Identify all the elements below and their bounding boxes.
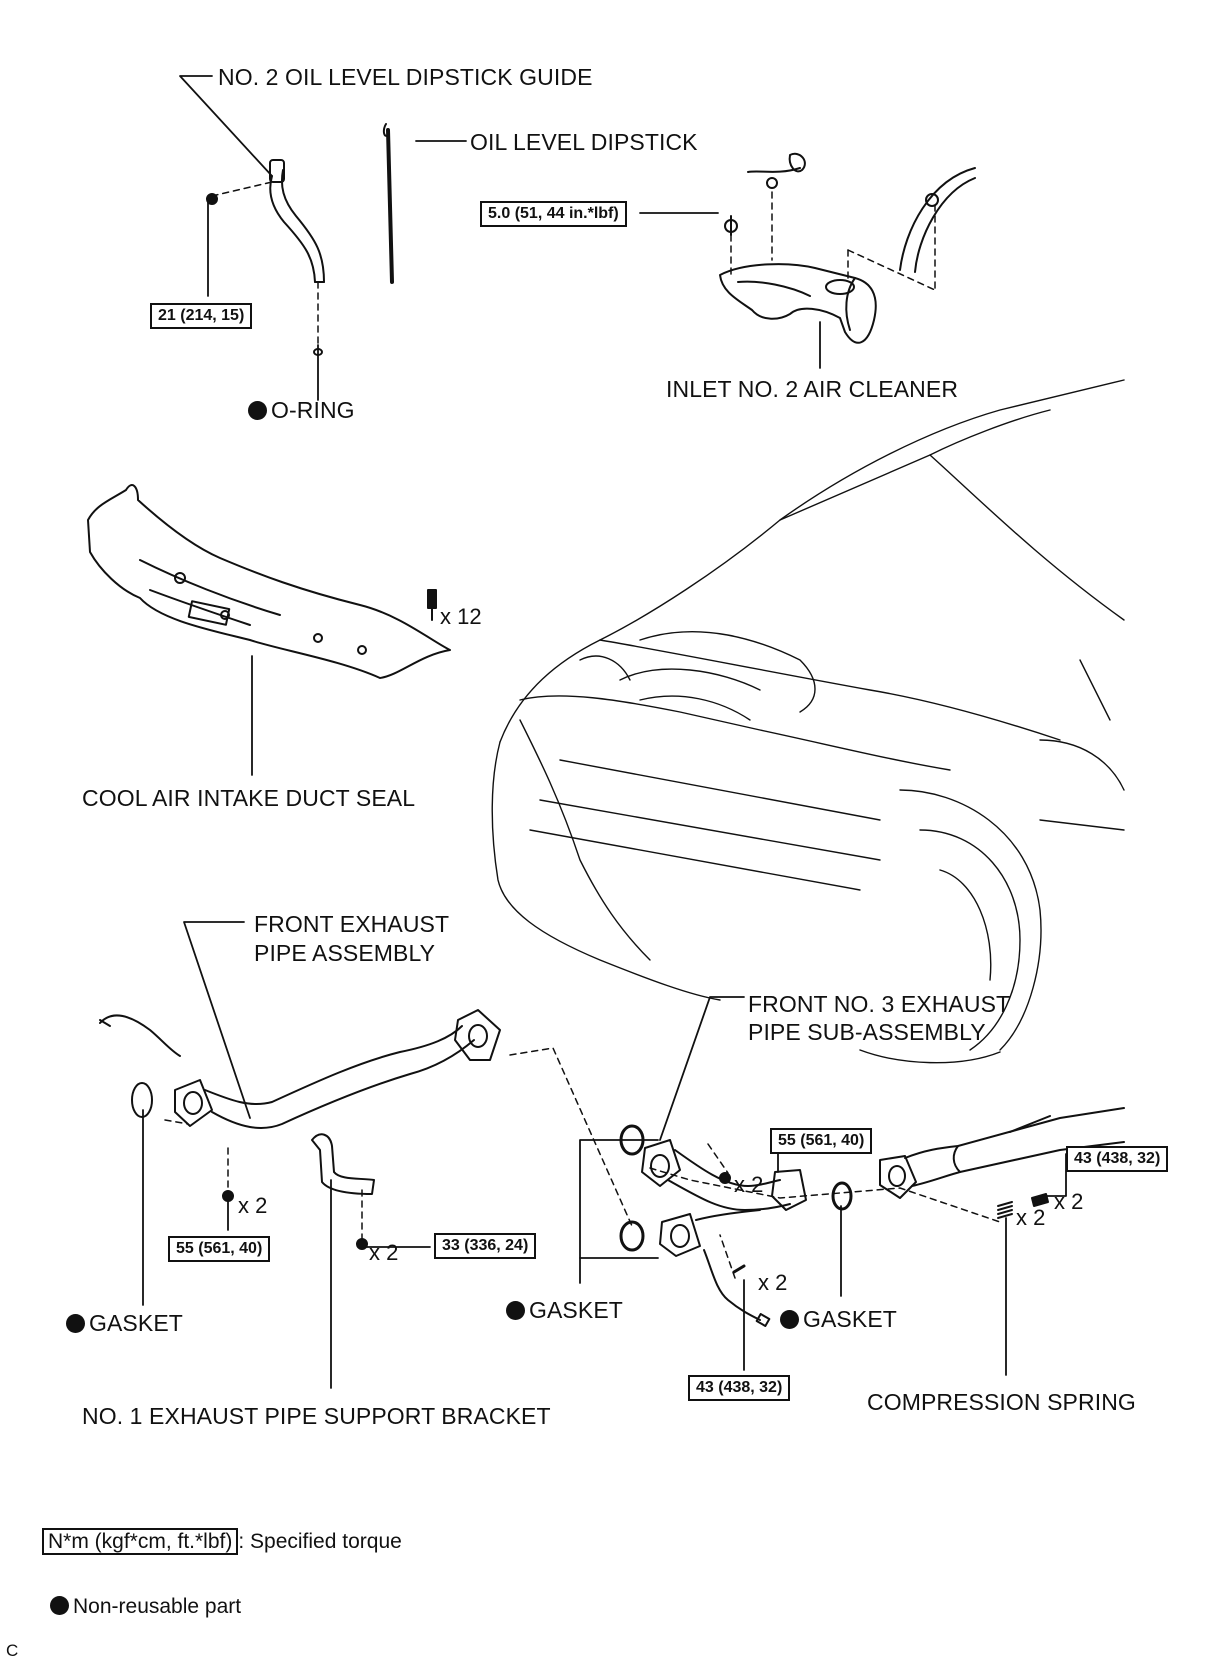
qty-front-pipe-nuts: x 2 bbox=[238, 1193, 268, 1218]
compression-spring bbox=[997, 1193, 1049, 1219]
dipstick-guide bbox=[206, 159, 325, 356]
legend-nonreusable-desc: Non-reusable part bbox=[73, 1595, 242, 1618]
label-gasket-left: GASKET bbox=[66, 1310, 183, 1336]
gasket-left-text: GASKET bbox=[89, 1310, 183, 1336]
label-compression-spring: COMPRESSION SPRING bbox=[867, 1389, 1136, 1415]
torque-sensor-bolt: 43 (438, 32) bbox=[688, 1375, 791, 1401]
support-bracket bbox=[311, 1133, 375, 1250]
label-front-no3-line1: FRONT NO. 3 EXHAUST bbox=[748, 991, 1011, 1017]
torque-air-cleaner: 5.0 (51, 44 in.*lbf) bbox=[480, 201, 627, 227]
front-no3-pipe bbox=[641, 1139, 807, 1327]
torque-front-pipe-nut: 55 (561, 40) bbox=[168, 1236, 271, 1262]
non-reusable-bullet-icon bbox=[506, 1301, 525, 1320]
torque-bracket-nut: 33 (336, 24) bbox=[434, 1233, 537, 1259]
qty-springs: x 2 bbox=[1016, 1205, 1046, 1230]
qty-spring-bolts: x 2 bbox=[1054, 1189, 1084, 1214]
non-reusable-bullet-icon bbox=[66, 1314, 85, 1333]
vehicle-outline bbox=[491, 379, 1125, 1064]
non-reusable-bullet-icon bbox=[248, 401, 267, 420]
label-gasket-middle: GASKET bbox=[506, 1297, 623, 1323]
torque-spring-bolt: 43 (438, 32) bbox=[1066, 1146, 1169, 1172]
label-o-ring: O-RING bbox=[248, 397, 355, 423]
label-dipstick: OIL LEVEL DIPSTICK bbox=[470, 129, 698, 155]
tail-pipe bbox=[879, 1107, 1125, 1199]
label-front-exhaust-line1: FRONT EXHAUST bbox=[254, 911, 450, 937]
qty-sensor-bolts: x 2 bbox=[758, 1270, 788, 1295]
label-inlet-air-cleaner: INLET NO. 2 AIR CLEANER bbox=[666, 376, 959, 402]
qty-bracket-nuts: x 2 bbox=[369, 1240, 399, 1265]
legend-torque-box: N*m (kgf*cm, ft.*lbf) bbox=[42, 1528, 239, 1555]
label-gasket-right: GASKET bbox=[780, 1306, 897, 1332]
gasket-middle-text: GASKET bbox=[529, 1297, 623, 1323]
inlet-air-cleaner bbox=[719, 152, 976, 344]
label-front-exhaust-line2: PIPE ASSEMBLY bbox=[254, 940, 436, 966]
label-support-bracket: NO. 1 EXHAUST PIPE SUPPORT BRACKET bbox=[82, 1403, 551, 1429]
corner-mark: C bbox=[6, 1641, 19, 1660]
label-front-no3-line2: PIPE SUB-ASSEMBLY bbox=[748, 1019, 986, 1045]
label-duct-seal: COOL AIR INTAKE DUCT SEAL bbox=[82, 785, 416, 811]
middle-gaskets bbox=[619, 1124, 645, 1252]
duct-seal bbox=[87, 484, 451, 679]
dipstick bbox=[382, 123, 394, 284]
torque-no3-nut: 55 (561, 40) bbox=[770, 1128, 873, 1154]
label-dipstick-guide: NO. 2 OIL LEVEL DIPSTICK GUIDE bbox=[218, 64, 593, 90]
front-exhaust-pipe bbox=[99, 1009, 501, 1202]
non-reusable-bullet-icon bbox=[50, 1596, 69, 1615]
non-reusable-bullet-icon bbox=[780, 1310, 799, 1329]
qty-duct-seal-clips: x 12 bbox=[440, 604, 482, 629]
legend-torque-desc: : Specified torque bbox=[238, 1530, 402, 1553]
alignment-dashes bbox=[164, 181, 1001, 1279]
gasket-right-text: GASKET bbox=[803, 1306, 897, 1332]
o-ring-text: O-RING bbox=[271, 397, 355, 423]
qty-no3-nuts: x 2 bbox=[734, 1172, 764, 1197]
legend-torque: N*m (kgf*cm, ft.*lbf): Specified torque bbox=[42, 1528, 402, 1555]
leader-lines bbox=[142, 75, 1067, 1389]
right-gasket bbox=[831, 1181, 853, 1211]
torque-dipstick-guide: 21 (214, 15) bbox=[150, 303, 253, 329]
legend-nonreusable: Non-reusable part bbox=[50, 1594, 241, 1620]
